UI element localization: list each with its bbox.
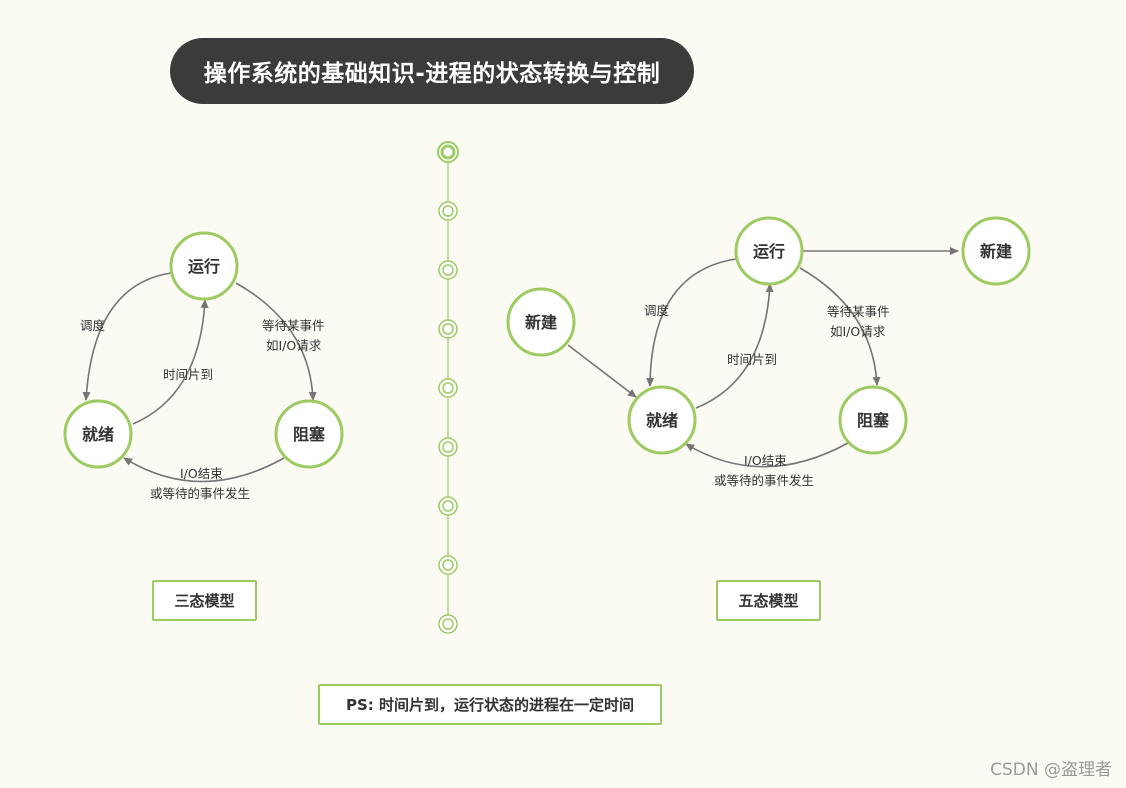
edge-io-done (123, 457, 285, 483)
five-state-label-box: 五态模型 (716, 580, 821, 621)
page-title: 操作系统的基础知识-进程的状态转换与控制 (170, 38, 694, 104)
edge-label-wait-event-2: 如I/O请求 (830, 324, 886, 339)
timeline (437, 141, 459, 634)
ps-note-box: PS: 时间片到，运行状态的进程在一定时间 (318, 684, 662, 725)
edge-io-done (685, 442, 849, 468)
state-node-ready: 就绪 (627, 385, 697, 455)
timeline-node (438, 614, 458, 634)
timeline-node (438, 319, 458, 339)
edge-label-wait-event-1: 等待某事件 (262, 318, 325, 333)
timeline-node (438, 201, 458, 221)
state-node-running: 运行 (169, 231, 239, 301)
edge-time-slice (132, 299, 209, 425)
state-node-ready: 就绪 (63, 399, 133, 469)
state-node-blocked: 阻塞 (274, 399, 344, 469)
edge-schedule (82, 272, 172, 401)
three-state-label-box: 三态模型 (152, 580, 257, 621)
state-node-running: 运行 (734, 216, 804, 286)
state-node-label: 新建 (980, 242, 1012, 261)
state-node-label: 新建 (525, 313, 557, 332)
timeline-node (438, 496, 458, 516)
state-node-label: 运行 (188, 257, 220, 276)
state-node-blocked: 阻塞 (838, 385, 908, 455)
edge-new-to-ready (567, 344, 637, 398)
timeline-node-active (437, 141, 459, 163)
state-node-label: 运行 (753, 242, 785, 261)
state-node-exit: 新建 (961, 216, 1031, 286)
edge-label-schedule: 调度 (644, 303, 670, 318)
timeline-node (438, 260, 458, 280)
timeline-node (438, 437, 458, 457)
timeline-node (438, 378, 458, 398)
edge-label-schedule: 调度 (80, 318, 106, 333)
state-node-label: 阻塞 (293, 425, 326, 444)
edge-wait-event (235, 282, 317, 401)
edge-label-io-done-1: I/O结束 (180, 466, 223, 481)
edge-label-wait-event-1: 等待某事件 (827, 304, 890, 319)
edge-label-wait-event-2: 如I/O请求 (266, 338, 322, 353)
state-node-new: 新建 (506, 287, 576, 357)
edge-label-io-done-2: 或等待的事件发生 (714, 473, 814, 488)
state-node-label: 阻塞 (857, 411, 890, 430)
five-state-model: 调度 时间片到 等待某事件 如I/O请求 I/O结束 或等待的事件发生 运行 新… (506, 216, 1031, 488)
edge-label-time-slice: 时间片到 (163, 367, 213, 382)
edge-time-slice (695, 283, 774, 409)
timeline-node (438, 555, 458, 575)
edge-label-io-done-1: I/O结束 (744, 453, 787, 468)
edge-schedule (646, 258, 737, 387)
state-node-label: 就绪 (646, 411, 678, 430)
edge-label-io-done-2: 或等待的事件发生 (150, 486, 250, 501)
edge-wait-event (799, 267, 881, 386)
edge-label-time-slice: 时间片到 (727, 352, 777, 367)
three-state-model: 调度 时间片到 等待某事件 如I/O请求 I/O结束 或等待的事件发生 运行 就… (63, 231, 344, 501)
watermark: CSDN @盗理者 (990, 760, 1112, 780)
state-node-label: 就绪 (82, 425, 114, 444)
